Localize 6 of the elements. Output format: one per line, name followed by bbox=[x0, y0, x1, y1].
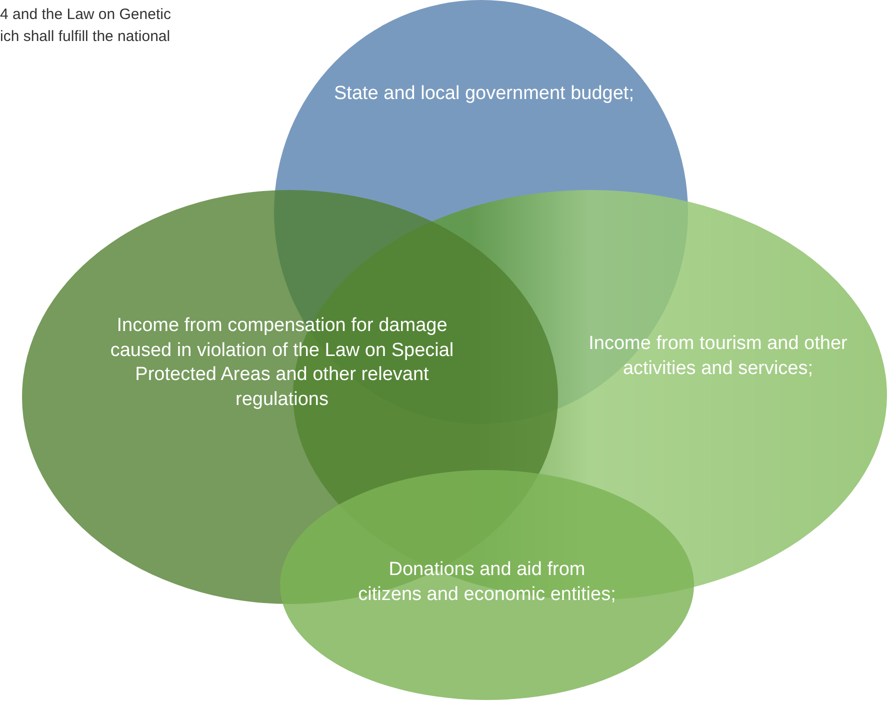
ellipse-label: Income from tourism and other activities and services; bbox=[588, 332, 848, 381]
ellipse-label: Donations and aid from citizens and economic entities; bbox=[357, 558, 617, 607]
text-fragment: 4 and the Law on Genetic bbox=[0, 6, 171, 23]
ellipse-label: State and local government budget; bbox=[334, 82, 634, 106]
ellipse-label: Income from compensation for damage caused in violation of the Law on Special Protected Areas and other relevant regulations bbox=[109, 314, 455, 412]
text-fragment: ich shall fulfill the national bbox=[0, 28, 170, 45]
